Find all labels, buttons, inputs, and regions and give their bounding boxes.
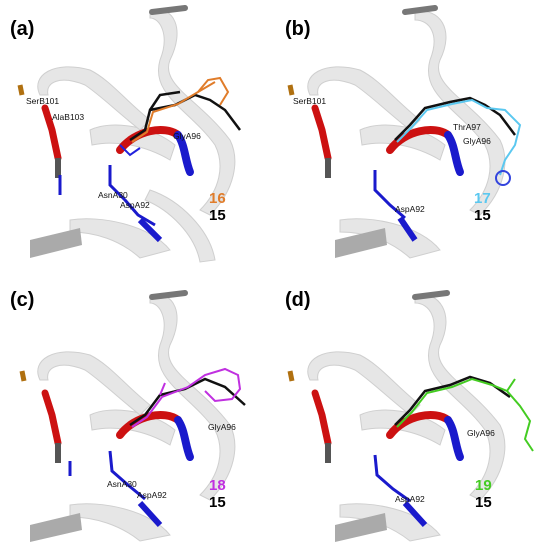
reference-compound-label: 15: [475, 494, 492, 511]
reference-compound-label: 15: [474, 207, 491, 224]
panel-b: (b) SerB101 ThrA97 GlyA96 AspA92 17 15: [275, 0, 550, 271]
residue-label: SerB101: [26, 96, 60, 106]
protein-structure-a: [17, 5, 241, 263]
residue-label: GlyA96: [173, 131, 201, 141]
residue-label: GlyA96: [463, 136, 491, 146]
panel-label: (c): [10, 289, 35, 311]
residue-label: ThrA97: [453, 122, 481, 132]
reference-compound-label: 15: [209, 494, 226, 511]
residue-label: AspA92: [120, 200, 150, 210]
protein-structure-b: [287, 5, 522, 259]
residue-label: AspA92: [137, 490, 167, 500]
panel-label: (d): [285, 289, 311, 311]
reference-compound-label: 15: [209, 207, 226, 224]
compound-label: 19: [475, 477, 492, 494]
residue-label: GlyA96: [208, 422, 236, 432]
panel-label: (b): [285, 18, 311, 40]
compound-label: 16: [209, 190, 226, 207]
panel-d: (d) GlyA96 AspA92 19 15: [275, 271, 550, 542]
residue-label: AsnA30: [98, 190, 128, 200]
compound-label: 17: [474, 190, 491, 207]
residue-label: AsnA30: [107, 479, 137, 489]
residue-label: AlaB103: [52, 112, 85, 122]
panel-a: (a) SerB101 AlaB103 GlyA96 AsnA30 AspA92…: [0, 0, 275, 271]
residue-label: SerB101: [293, 96, 327, 106]
compound-label: 18: [209, 477, 226, 494]
panel-label: (a): [10, 18, 35, 40]
residue-label: AspA92: [395, 204, 425, 214]
panel-c: (c) GlyA96 AsnA30 AspA92 18 15: [0, 271, 275, 542]
protein-structure-d: [287, 290, 534, 542]
residue-label: AspA92: [395, 494, 425, 504]
residue-label: GlyA96: [467, 428, 495, 438]
protein-structure-c: [19, 290, 246, 542]
